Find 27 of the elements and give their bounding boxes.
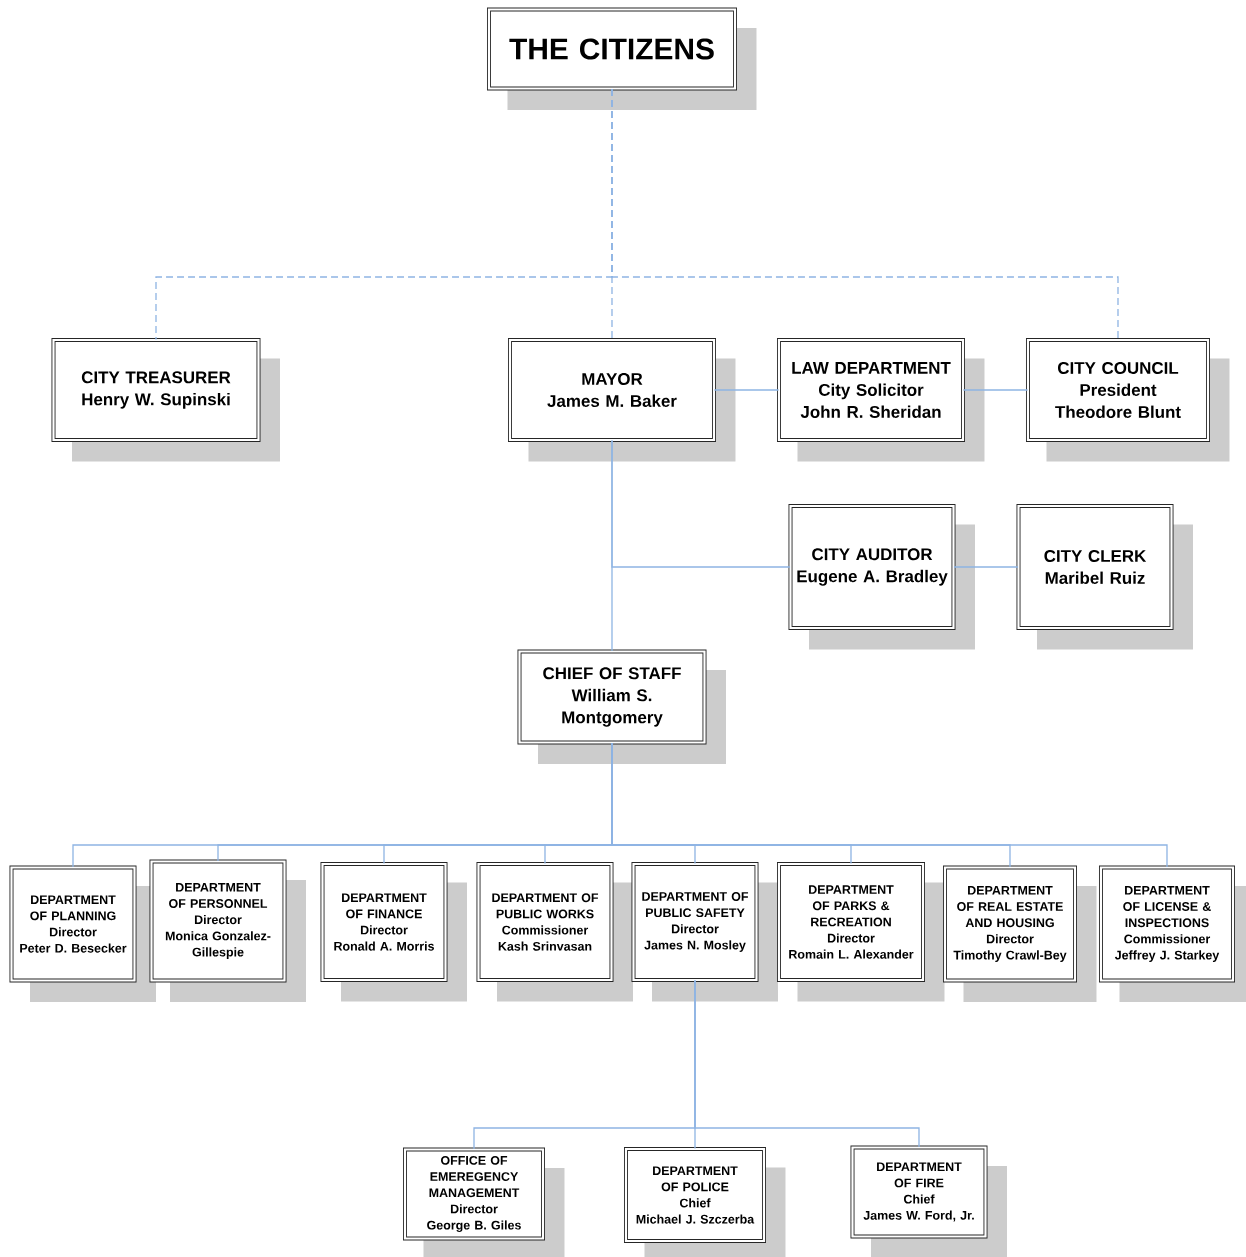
org-box: CITY TREASURER Henry W. Supinski <box>51 338 280 462</box>
org-box: CITY CLERK Maribel Ruiz <box>1016 504 1193 650</box>
connector-line <box>611 439 613 652</box>
connector-line <box>611 742 1168 868</box>
org-box: MAYOR James M. Baker <box>508 338 736 462</box>
node-label: OFFICE OF <box>440 1155 508 1165</box>
org-box: DEPARTMENT OF PLANNING Director Peter D. Besecker <box>9 865 156 1002</box>
connector-line <box>962 389 1029 391</box>
org-box: DEPARTMENT OF REAL ESTATE AND HOUSING Director Timothy Crawl-Bey <box>943 865 1097 1002</box>
org-box: DEPARTMENT OF PUBLIC SAFETY Director James N. Mosley <box>631 862 778 1002</box>
org-box: CHIEF OF STAFF William S. Montgomery <box>517 649 726 764</box>
org-box: DEPARTMENT OF PUBLIC WORKS Commissioner Kash Srinvasan <box>476 862 633 1002</box>
org-box: DEPARTMENT OF FIRE Chief James W. Ford, Jr. <box>850 1145 1007 1257</box>
org-box: DEPARTMENT OF FINANCE Director Ronald A. Morris <box>320 862 467 1002</box>
connector-line <box>953 566 1019 568</box>
org-box: DEPARTMENT OF POLICE Chief Michael J. Szczerba <box>624 1147 786 1257</box>
org-box: DEPARTMENT OF PERSONNEL Director Monica Gonzalez-Gillespie <box>149 859 306 1002</box>
org-box: THE CITIZENS <box>487 7 757 110</box>
org-box: OFFICE OF EMEREGENCY MANAGEMENT Director George B. Giles <box>403 1147 565 1257</box>
org-box: LAW DEPARTMENT City Solicitor John R. Sheridan <box>777 338 985 462</box>
connector-line <box>611 88 1119 341</box>
org-box: CITY AUDITOR Eugene A. Bradley <box>788 504 975 650</box>
org-box: DEPARTMENT OF LICENSE & INSPECTIONS Commissioner Jeffrey J. Starkey <box>1099 865 1246 1002</box>
connector-line <box>694 979 920 1148</box>
org-box: CITY COUNCIL President Theodore Blunt <box>1026 338 1230 462</box>
connector-line <box>713 389 780 391</box>
org-box: DEPARTMENT OF PARKS & RECREATION Director Romain L. Alexander <box>777 862 945 1002</box>
